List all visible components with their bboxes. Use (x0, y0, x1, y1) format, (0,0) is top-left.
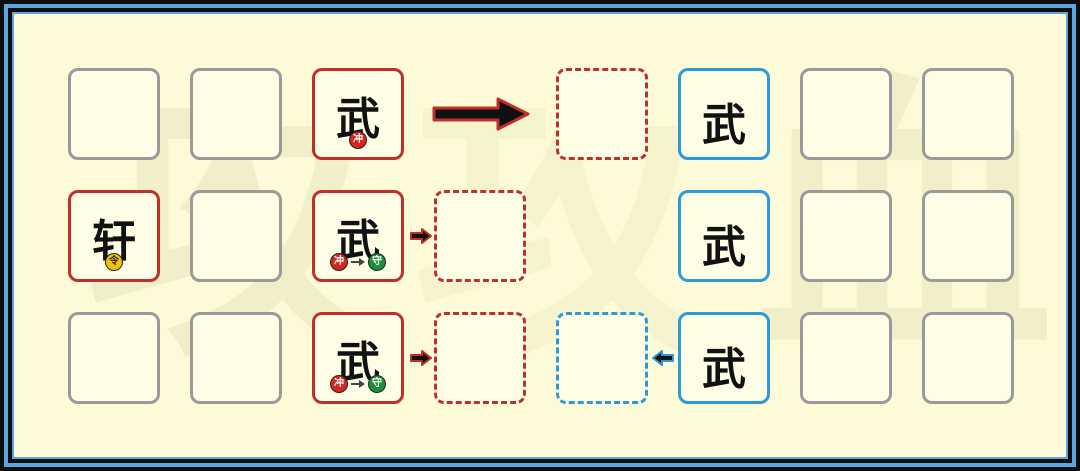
red-wu-tile-row2[interactable]: 武 冲 守 (312, 190, 404, 282)
target-slot-r3-blue[interactable] (556, 312, 648, 404)
tile-character: 武 (702, 222, 746, 273)
slot-r1-c2[interactable] (190, 68, 282, 160)
red-xuan-tile[interactable]: 轩 令 (68, 190, 160, 282)
badge-row: 令 (71, 253, 157, 271)
badge-row: 冲 (315, 131, 401, 149)
guard-badge: 守 (368, 253, 386, 271)
charge-badge: 冲 (349, 131, 367, 149)
slot-r1-c7[interactable] (800, 68, 892, 160)
slot-r2-c2[interactable] (190, 190, 282, 282)
charge-badge: 冲 (330, 253, 348, 271)
red-wu-tile-row1[interactable]: 武 冲 (312, 68, 404, 160)
red-wu-tile-row3[interactable]: 武 冲 守 (312, 312, 404, 404)
small-arrow-left-icon (652, 350, 674, 366)
slot-r3-c2[interactable] (190, 312, 282, 404)
guard-badge: 守 (368, 375, 386, 393)
transition-arrow-icon (351, 380, 365, 388)
target-slot-r1[interactable] (556, 68, 648, 160)
blue-wu-tile-row2[interactable]: 武 (678, 190, 770, 282)
slot-r3-c7[interactable] (800, 312, 892, 404)
small-arrow-icon (410, 350, 432, 366)
blue-wu-tile-row3[interactable]: 武 (678, 312, 770, 404)
tile-character: 武 (702, 344, 746, 395)
charge-badge: 冲 (330, 375, 348, 393)
slot-r2-c8[interactable] (922, 190, 1014, 282)
frame-border (4, 4, 1076, 467)
badge-row: 冲 守 (315, 253, 401, 271)
target-slot-r3-red[interactable] (434, 312, 526, 404)
slot-r1-c8[interactable] (922, 68, 1014, 160)
target-slot-r2[interactable] (434, 190, 526, 282)
blue-wu-tile-row1[interactable]: 武 (678, 68, 770, 160)
slot-r3-c1[interactable] (68, 312, 160, 404)
command-badge: 令 (105, 253, 123, 271)
transition-arrow-icon (351, 258, 365, 266)
tile-character: 武 (702, 100, 746, 151)
small-arrow-icon (410, 228, 432, 244)
move-arrow-icon (432, 97, 530, 131)
badge-row: 冲 守 (315, 375, 401, 393)
slot-r1-c1[interactable] (68, 68, 160, 160)
slot-r3-c8[interactable] (922, 312, 1014, 404)
slot-r2-c7[interactable] (800, 190, 892, 282)
game-board: 攻 攻 血 武 冲 武 轩 令 武 (12, 12, 1068, 459)
